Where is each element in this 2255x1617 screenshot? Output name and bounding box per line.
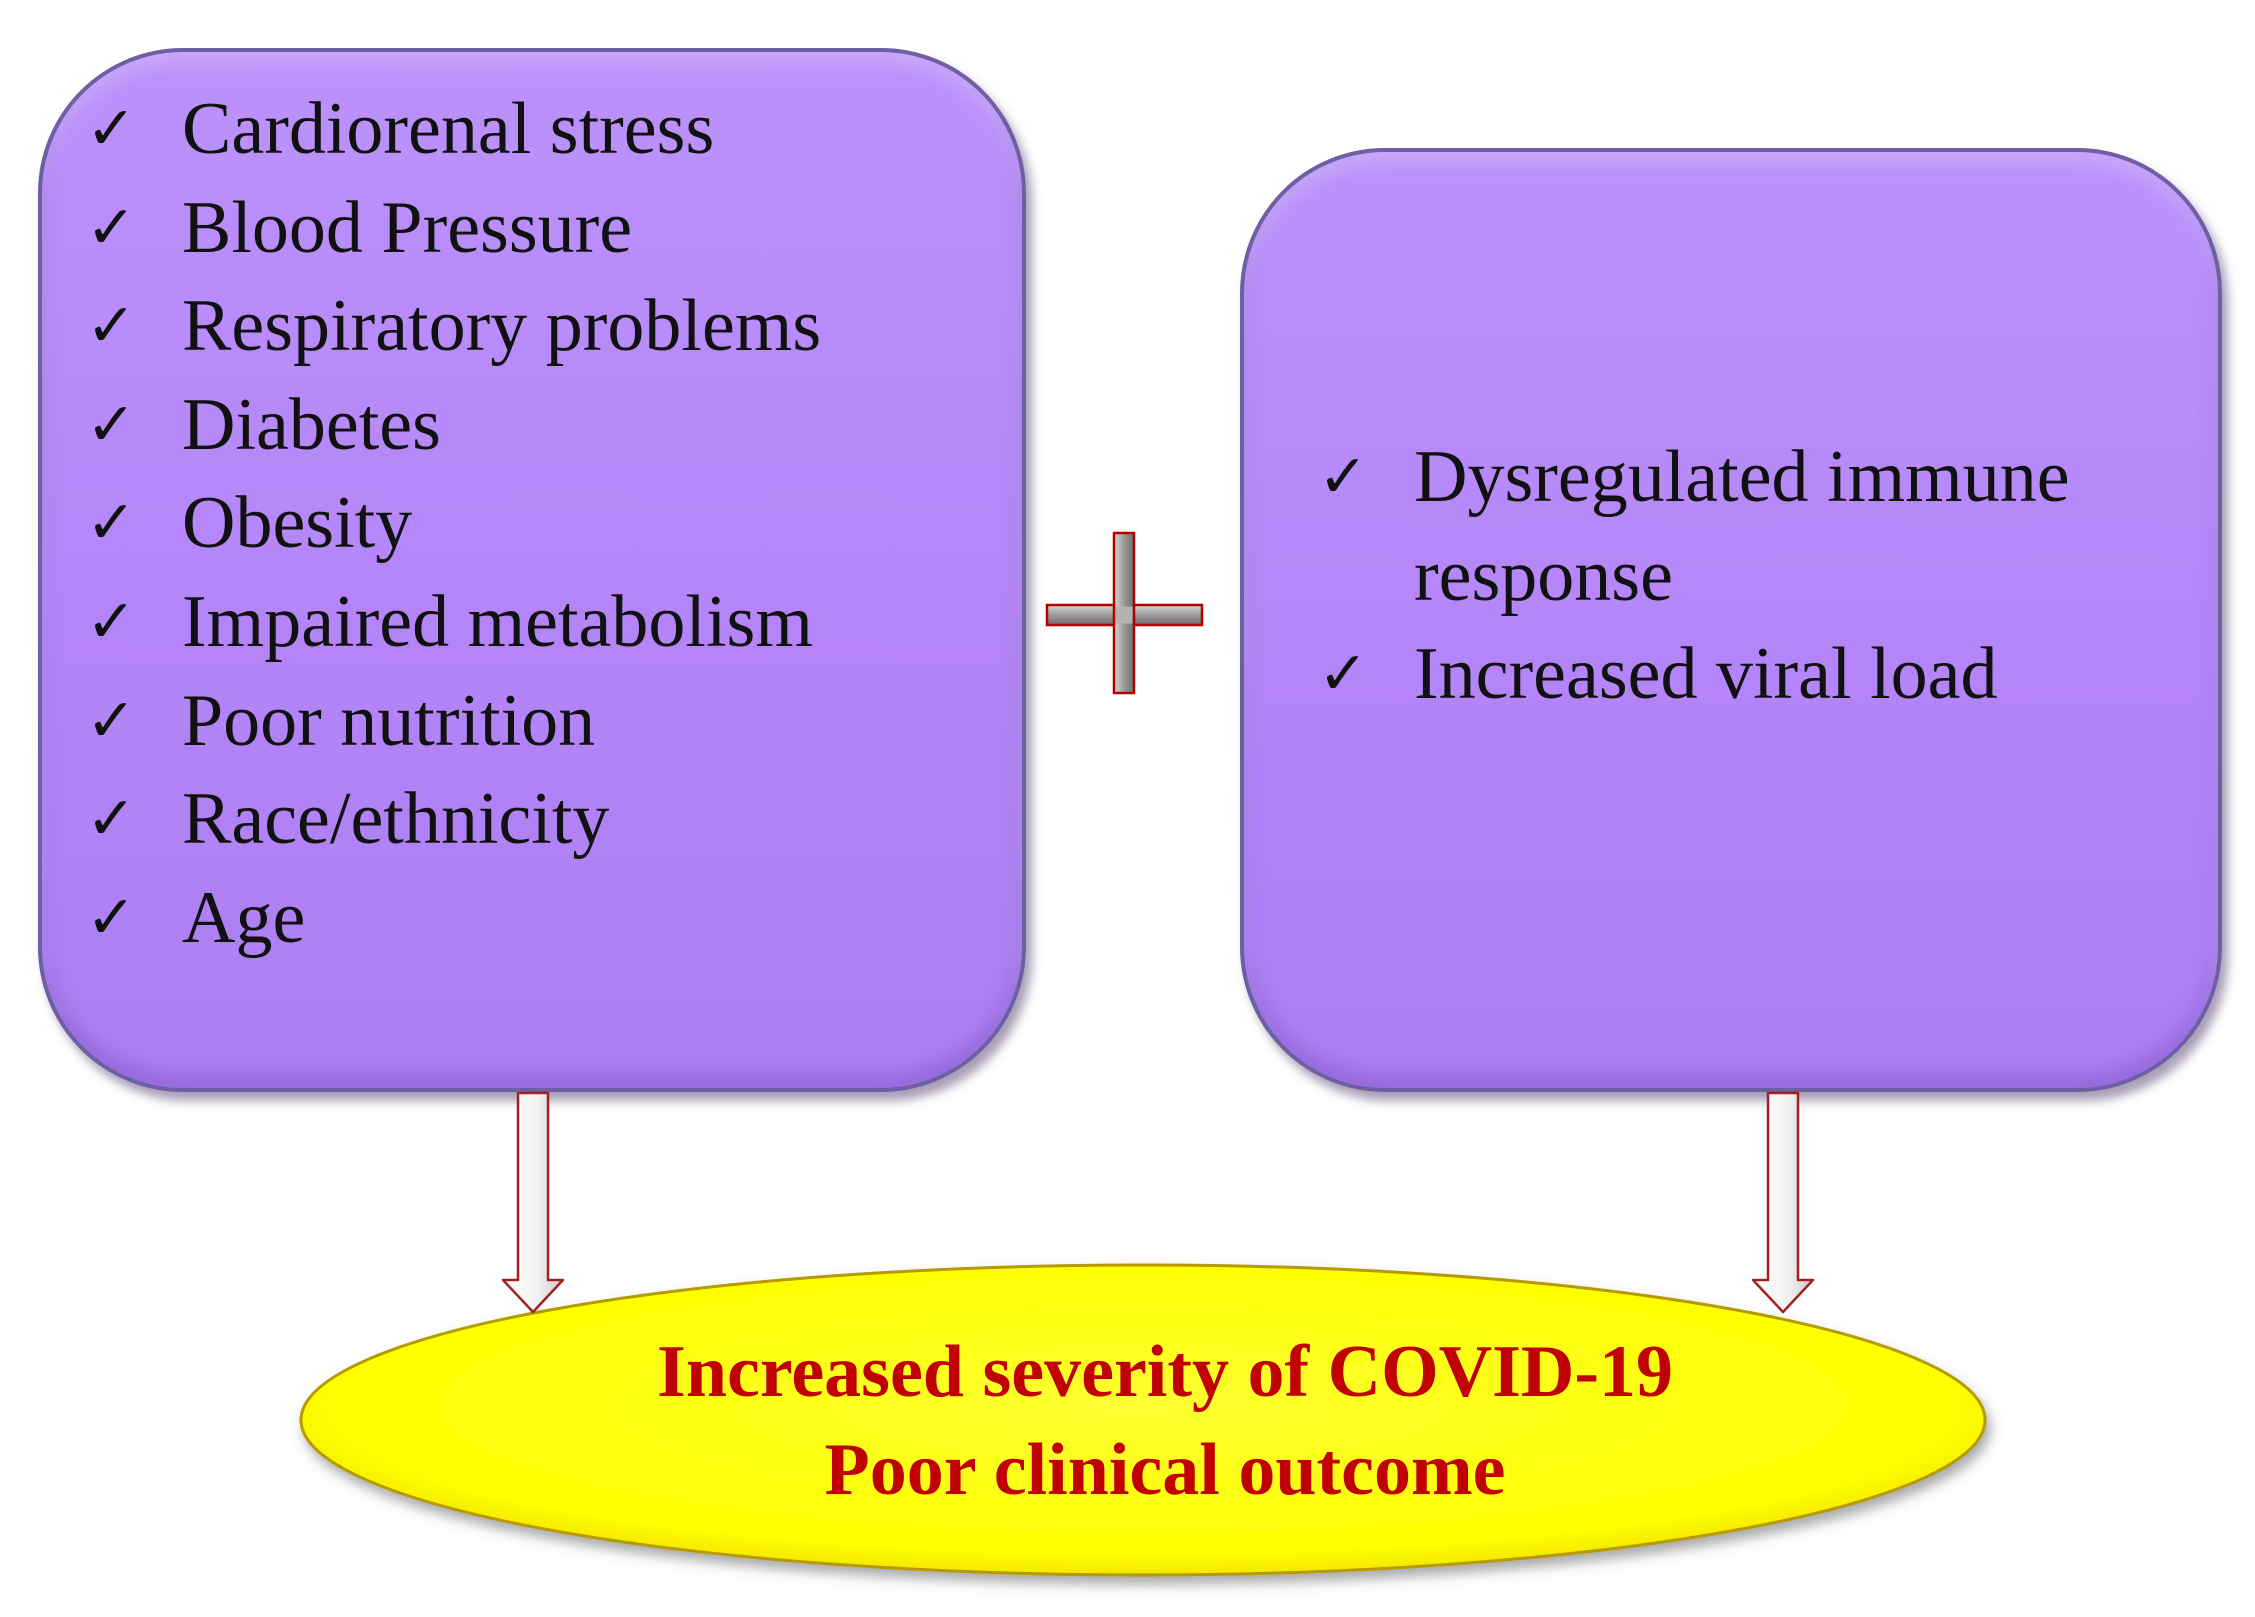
down-arrow-icon [1751,1091,1815,1314]
immune-factors-list: ✓Dysregulated immune response ✓Increased… [1318,428,2104,724]
check-icon: ✓ [86,586,137,657]
list-item: ✓Cardiorenal stress [86,80,821,179]
risk-factors-box [38,48,1026,1092]
list-item: ✓Obesity [86,474,821,573]
list-item: ✓Race/ethnicity [86,770,821,869]
outcome-label: Increased severity of COVID-19 Poor clin… [565,1323,1765,1519]
check-icon: ✓ [86,389,137,460]
outcome-ellipse [299,1263,1987,1577]
list-item: ✓Blood Pressure [86,179,821,278]
check-icon: ✓ [86,291,137,362]
check-icon: ✓ [86,784,137,855]
check-icon: ✓ [1318,639,1369,710]
outcome-line-clinical: Poor clinical outcome [824,1429,1506,1511]
outcome-line-severity: Increased severity of COVID-19 [657,1331,1673,1413]
list-item: ✓Respiratory problems [86,277,821,376]
check-icon: ✓ [86,685,137,756]
list-item: ✓Impaired metabolism [86,573,821,672]
list-item: ✓Poor nutrition [86,672,821,771]
check-icon: ✓ [1318,442,1369,512]
immune-factors-box [1240,148,2222,1092]
list-item: ✓Age [86,869,821,968]
list-item: ✓Dysregulated immune response [1318,428,2104,625]
check-icon: ✓ [86,882,137,953]
list-item: ✓Diabetes [86,376,821,475]
check-icon: ✓ [86,94,137,164]
risk-factors-list: ✓Cardiorenal stress ✓Blood Pressure ✓Res… [86,80,821,967]
plus-icon [1045,531,1204,695]
down-arrow-icon [501,1091,565,1314]
list-item: ✓Increased viral load [1318,625,2104,724]
check-icon: ✓ [86,192,137,263]
check-icon: ✓ [86,488,137,559]
